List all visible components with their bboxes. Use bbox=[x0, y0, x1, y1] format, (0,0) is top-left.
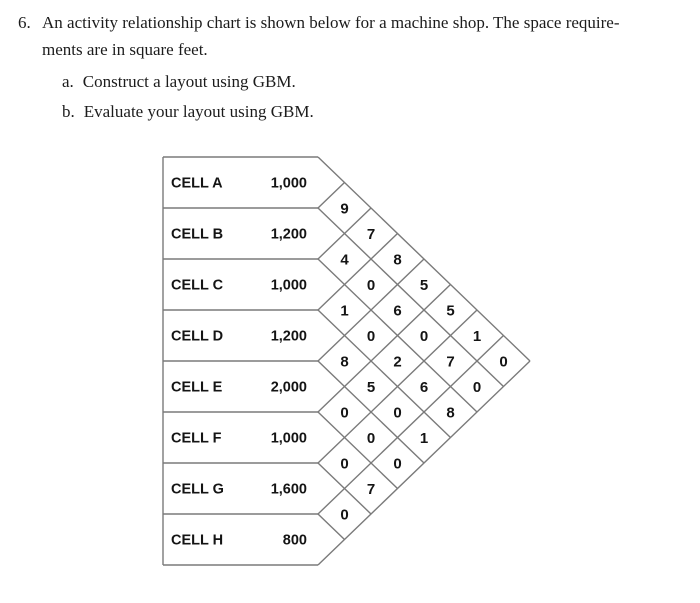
cell-space-value: 1,000 bbox=[271, 278, 307, 294]
relationship-value: 0 bbox=[340, 405, 348, 422]
cell-space-value: 1,200 bbox=[271, 227, 307, 243]
relationship-value: 1 bbox=[420, 430, 428, 447]
cell-label: CELL G bbox=[171, 482, 224, 498]
diagonal-down bbox=[317, 513, 345, 541]
cell-label: CELL E bbox=[171, 380, 223, 396]
diagonal-up bbox=[317, 309, 478, 464]
problem-text-line-1: An activity relationship chart is shown … bbox=[42, 13, 620, 32]
diagonal-down bbox=[317, 309, 451, 439]
cell-space-value: 1,200 bbox=[271, 329, 307, 345]
subitem-a-label: a. bbox=[62, 72, 74, 91]
relationship-value: 5 bbox=[367, 379, 375, 396]
diagonal-up bbox=[317, 181, 345, 209]
cell-label: CELL B bbox=[171, 227, 223, 243]
subitem-b: b. Evaluate your layout using GBM. bbox=[62, 101, 688, 123]
cell-label: CELL A bbox=[171, 176, 223, 192]
relationship-value: 0 bbox=[367, 430, 375, 447]
diagonal-up bbox=[317, 360, 531, 566]
relationship-value: 8 bbox=[446, 405, 454, 422]
cell-space-value: 1,000 bbox=[271, 431, 307, 447]
diagonal-up bbox=[317, 283, 451, 413]
cell-space-value: 2,000 bbox=[271, 380, 307, 396]
relationship-value: 1 bbox=[473, 328, 481, 345]
cell-space-value: 1,000 bbox=[271, 176, 307, 192]
problem-text-line-2: ments are in square feet. bbox=[42, 40, 208, 59]
relationship-value: 2 bbox=[393, 354, 401, 371]
cell-space-value: 1,600 bbox=[271, 482, 307, 498]
diagonal-up bbox=[317, 258, 425, 362]
problem-subitems: a. Construct a layout using GBM. b. Eval… bbox=[62, 71, 688, 123]
cell-label: CELL H bbox=[171, 533, 223, 549]
relationship-value: 0 bbox=[340, 456, 348, 473]
problem-text: An activity relationship chart is shown … bbox=[42, 9, 620, 63]
diagonal-down bbox=[317, 411, 398, 490]
cell-label: CELL C bbox=[171, 278, 224, 294]
diagonal-up bbox=[317, 207, 372, 260]
relationship-value: 1 bbox=[340, 303, 348, 320]
relationship-value: 9 bbox=[340, 201, 348, 218]
relationship-value: 5 bbox=[420, 277, 428, 294]
relationship-value: 4 bbox=[340, 252, 349, 269]
relationship-value: 8 bbox=[393, 252, 401, 269]
relationship-value: 7 bbox=[367, 226, 375, 243]
subitem-a: a. Construct a layout using GBM. bbox=[62, 71, 688, 93]
relationship-value: 0 bbox=[420, 328, 428, 345]
diagonal-down bbox=[317, 207, 504, 388]
diagonal-up bbox=[317, 334, 504, 515]
cell-space-value: 800 bbox=[283, 533, 307, 549]
cell-label: CELL D bbox=[171, 329, 223, 345]
subitem-b-label: b. bbox=[62, 102, 75, 121]
relationship-value: 0 bbox=[473, 379, 481, 396]
subitem-a-text: Construct a layout using GBM. bbox=[82, 72, 296, 91]
problem-statement: 6. An activity relationship chart is sho… bbox=[18, 9, 688, 131]
relationship-value: 6 bbox=[393, 303, 401, 320]
relationship-value: 8 bbox=[340, 354, 348, 371]
relationship-value: 7 bbox=[446, 354, 454, 371]
diagonal-up bbox=[317, 232, 398, 311]
relationship-value: 0 bbox=[340, 507, 348, 524]
relationship-value: 0 bbox=[499, 354, 507, 371]
cell-label: CELL F bbox=[171, 431, 222, 447]
subitem-b-text: Evaluate your layout using GBM. bbox=[83, 102, 314, 121]
relationship-value: 6 bbox=[420, 379, 428, 396]
relationship-value: 0 bbox=[393, 405, 401, 422]
problem-number: 6. bbox=[18, 13, 31, 32]
relationship-value: 0 bbox=[393, 456, 401, 473]
relationship-value: 5 bbox=[446, 303, 454, 320]
relationship-value: 7 bbox=[367, 481, 375, 498]
relationship-value: 0 bbox=[367, 328, 375, 345]
relationship-value: 0 bbox=[367, 277, 375, 294]
